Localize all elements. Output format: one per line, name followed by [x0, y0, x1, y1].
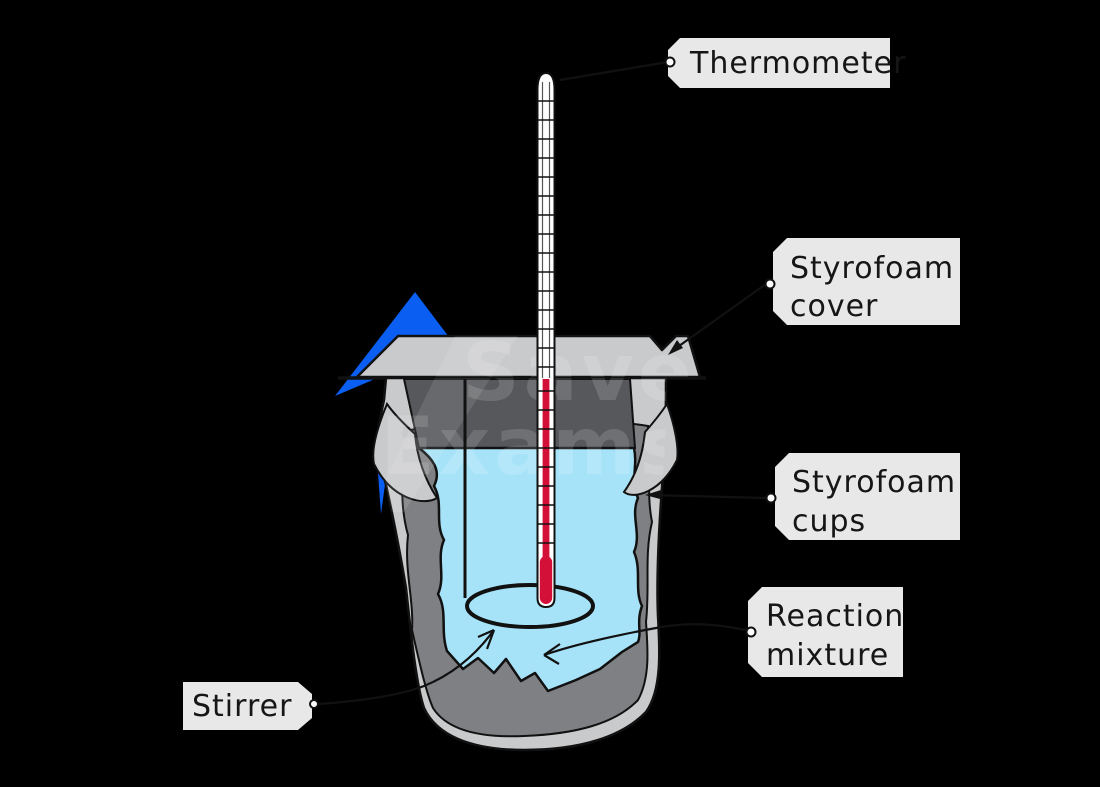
label-stirrer-text: Stirrer: [192, 689, 292, 724]
tag-hole-icon: [745, 626, 757, 638]
label-stirrer: Stirrer: [183, 682, 319, 730]
label-cups-line1: Styrofoam: [792, 465, 956, 500]
reaction-mixture-shape: [417, 446, 644, 693]
label-mixture-line2: mixture: [766, 638, 889, 673]
stirrer-arrowhead-icon: [477, 628, 496, 650]
styrofoam-cover-shape: [355, 334, 702, 379]
tag-hole-icon: [764, 278, 776, 290]
leader-lines: [317, 60, 767, 706]
tag-hole-icon: [765, 492, 777, 504]
cover-leader: [671, 283, 767, 352]
mixture-leader: [543, 623, 754, 657]
cover-arrowhead-icon: [668, 340, 683, 355]
stirrer-leader: [317, 629, 495, 706]
label-thermometer-text: Thermometer: [689, 46, 906, 81]
mixture-arrowhead-icon: [543, 643, 561, 665]
label-styrofoam-cover: Styrofoam cover: [764, 238, 960, 325]
thermometer-fluid: [542, 379, 550, 566]
label-cups-line2: cups: [792, 504, 866, 539]
cup-rim-left: [372, 401, 439, 502]
thermometer-scale: [538, 100, 555, 544]
cups-leader: [649, 493, 767, 500]
label-thermometer: Thermometer: [664, 38, 906, 88]
stirrer-loop: [465, 583, 595, 629]
tag-hole-icon: [309, 699, 319, 709]
watermark-line2: Exams: [380, 400, 691, 493]
label-mixture-line1: Reaction: [766, 599, 904, 634]
stirrer-shape: [463, 379, 595, 629]
tag-hole-icon: [664, 56, 676, 68]
thermometer-shape: [536, 71, 556, 609]
label-cover-line1: Styrofoam: [790, 251, 954, 286]
label-cover-line2: cover: [790, 289, 878, 324]
cups-arrowhead-icon: [645, 490, 661, 499]
thermometer-bulb: [539, 556, 553, 604]
cup-rim-right: [622, 401, 679, 496]
thermometer-leader: [559, 60, 669, 82]
label-reaction-mixture: Reaction mixture: [745, 587, 904, 677]
label-styrofoam-cups: Styrofoam cups: [765, 453, 960, 540]
